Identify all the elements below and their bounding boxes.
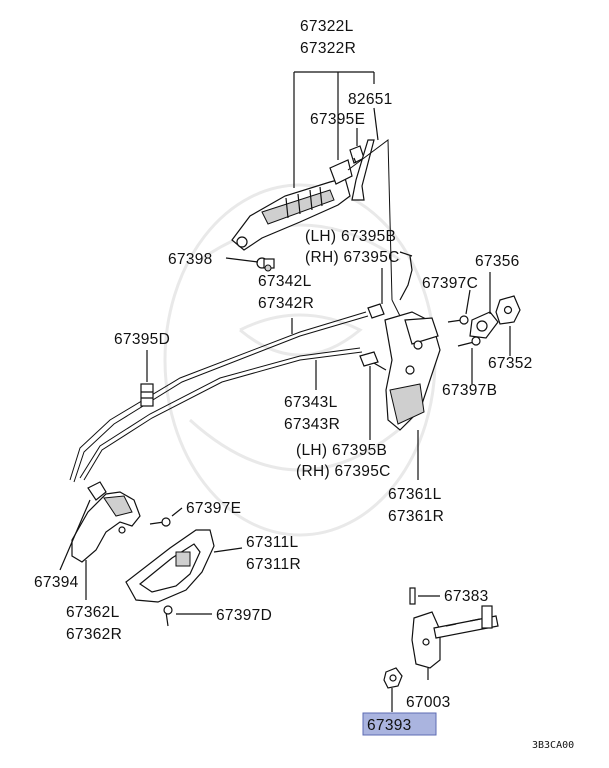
clip-67395d bbox=[140, 383, 154, 407]
screw-67397e bbox=[149, 517, 171, 527]
label-67397d: 67397D bbox=[216, 607, 272, 624]
door-check-67003 bbox=[411, 605, 499, 669]
striker-67356 bbox=[469, 311, 499, 339]
label-67398: 67398 bbox=[168, 251, 213, 268]
screw-67398 bbox=[256, 257, 275, 272]
diagram-code: 3B3CA00 bbox=[532, 740, 574, 751]
label-67395d: 67395D bbox=[114, 331, 170, 348]
label-67397c: 67397C bbox=[422, 275, 478, 292]
label-67397e: 67397E bbox=[186, 500, 241, 517]
clip-67394 bbox=[87, 481, 107, 501]
label-67352: 67352 bbox=[488, 355, 533, 372]
label-67397b: 67397B bbox=[442, 382, 497, 399]
nut-67393 bbox=[383, 667, 403, 689]
label-67342r: 67342R bbox=[258, 295, 314, 312]
label-67362l: 67362L bbox=[66, 604, 120, 621]
label-67395e: 67395E bbox=[310, 111, 365, 128]
outer-handle bbox=[231, 159, 353, 251]
label-67343r: 67343R bbox=[284, 416, 340, 433]
label-67394: 67394 bbox=[34, 574, 79, 591]
clip-67395b-lower bbox=[359, 351, 379, 367]
label-82651: 82651 bbox=[348, 91, 393, 108]
screw-67397c bbox=[447, 315, 469, 325]
label-67362r: 67362R bbox=[66, 626, 122, 643]
label-67393[interactable]: 67393 bbox=[367, 717, 412, 734]
escutcheon-67311 bbox=[125, 529, 215, 603]
label-67383: 67383 bbox=[444, 588, 489, 605]
label-67311r: 67311R bbox=[246, 556, 301, 573]
screw-67397d bbox=[163, 605, 173, 627]
label-67342l: 67342L bbox=[258, 273, 312, 290]
label-67003: 67003 bbox=[406, 694, 451, 711]
label-67311l: 67311L bbox=[246, 534, 298, 551]
label-rh-67395c-2: (RH) 67395C bbox=[296, 463, 391, 480]
door-latch bbox=[371, 251, 441, 431]
highlight-box-67393[interactable] bbox=[362, 712, 437, 736]
label-67343l: 67343L bbox=[284, 394, 338, 411]
label-67361l: 67361L bbox=[388, 486, 442, 503]
shim-67352 bbox=[495, 295, 521, 325]
screw-67397b bbox=[457, 336, 481, 347]
label-67361r: 67361R bbox=[388, 508, 444, 525]
clip-67395b-upper bbox=[367, 303, 385, 319]
label-lh-67395b-2: (LH) 67395B bbox=[296, 442, 387, 459]
label-lh-67395b: (LH) 67395B bbox=[305, 228, 396, 245]
label-67322r: 67322R bbox=[300, 40, 356, 57]
label-rh-67395c: (RH) 67395C bbox=[305, 249, 400, 266]
inside-handle bbox=[71, 491, 141, 563]
label-67356: 67356 bbox=[475, 253, 520, 270]
pin-67383 bbox=[409, 587, 416, 605]
label-67322l: 67322L bbox=[300, 18, 354, 35]
